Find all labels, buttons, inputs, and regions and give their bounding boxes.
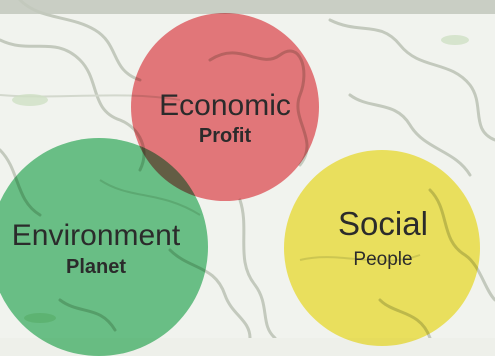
economic-label: Economic Profit <box>145 90 305 147</box>
economic-title: Economic <box>159 89 291 122</box>
economic-subtitle: Profit <box>198 124 252 147</box>
social-subtitle: People <box>353 248 413 270</box>
social-title: Social <box>338 205 428 242</box>
environment-subtitle: Planet <box>65 255 127 278</box>
environment-label: Environment Planet <box>0 220 194 278</box>
social-label: Social People <box>322 205 444 270</box>
social-circle <box>284 150 480 346</box>
economic-circle <box>131 13 319 201</box>
environment-title: Environment <box>11 219 181 252</box>
